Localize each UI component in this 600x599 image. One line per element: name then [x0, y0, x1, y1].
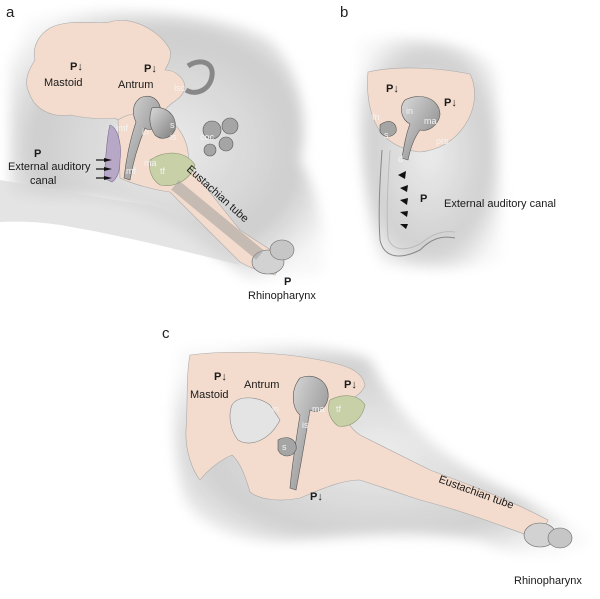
panel-c-is-label: is: [302, 420, 309, 430]
panel-c-antrum-label: Antrum: [244, 379, 279, 391]
panel-a: a: [0, 4, 324, 302]
panel-c-p-antrum: P↓: [344, 379, 357, 391]
panel-a-rhinopharynx-label: Rhinopharynx: [248, 290, 316, 302]
panel-c-letter: c: [162, 325, 170, 342]
panel-c-tf-label: tf: [336, 404, 342, 414]
panel-c-ma-label: ma: [312, 404, 325, 414]
panel-a-tube-cartilage: [171, 180, 295, 275]
panel-c-cavity: [185, 351, 549, 541]
panel-a-p-rhino: P: [284, 276, 291, 288]
panel-a-p-antrum: P↓: [144, 63, 157, 75]
panel-a-ma-label: ma: [144, 158, 157, 168]
panel-a-antrum-label: Antrum: [118, 79, 153, 91]
panel-b-p-left: P↓: [386, 83, 399, 95]
panel-a-membrane-green: [149, 152, 196, 186]
panel-b-in-label: in: [406, 106, 413, 116]
panel-c-tube-cartilage: [523, 522, 573, 549]
panel-a-canal-floor: [0, 180, 240, 265]
panel-a-p-mastoid: P↓: [70, 61, 83, 73]
panel-a-imf-label: imf: [116, 123, 128, 133]
panel-b-ossicle-chain: [401, 96, 441, 161]
panel-b-stapes: [379, 121, 397, 137]
panel-a-s-label: s: [170, 120, 175, 130]
panel-b-s-label: s: [384, 130, 389, 140]
panel-a-membrane-purple: [103, 124, 121, 183]
panel-a-tf-label: tf: [160, 166, 166, 176]
panel-c-stapes: [277, 437, 297, 457]
panel-a-cochlea: [202, 117, 239, 157]
panel-a-lsc-label: lsc: [174, 83, 185, 93]
panel-a-in-label: in: [142, 127, 149, 137]
panel-a-p-canal: P: [34, 148, 41, 160]
panel-c: c P↓ Mastoid Antrum P↓ in ma tf is s P↓ …: [162, 325, 590, 587]
panel-a-coc-label: coc: [200, 132, 215, 142]
panel-c-p-middle: P↓: [310, 491, 323, 503]
panel-b-letter: b: [340, 4, 348, 21]
panel-b-p-right: P↓: [444, 97, 457, 109]
panel-b-canal-label: External auditory canal: [444, 198, 556, 210]
panel-b-canal-wall: [378, 149, 456, 257]
panel-b-canal-wall-outer: [386, 149, 456, 250]
panel-c-mastoid-label: Mastoid: [190, 389, 229, 401]
panel-b: b P↓ P↓ fn s in ma prs d P External audi…: [340, 4, 556, 268]
panel-a-is-label: is: [170, 132, 177, 142]
panel-b-p-canal: P: [420, 193, 427, 205]
panel-a-arrows: [96, 158, 112, 180]
panel-a-canal-label-2: canal: [30, 175, 56, 187]
panel-c-ossicle-chain: [289, 376, 329, 491]
panel-b-ma-label: ma: [424, 116, 437, 126]
panel-c-s-label: s: [282, 442, 287, 452]
panel-c-in-label: in: [272, 404, 279, 414]
panel-a-letter: a: [6, 4, 15, 21]
panel-a-ossicle-incus: [149, 107, 176, 139]
panel-c-membrane-green: [328, 395, 366, 427]
panel-c-membrane-fan: [229, 397, 281, 444]
panel-a-mastoid-label: Mastoid: [44, 77, 83, 89]
panel-c-rhinopharynx-label: Rhinopharynx: [514, 575, 582, 587]
panel-b-arrows: [398, 171, 408, 229]
panel-b-d-label: d: [398, 154, 403, 164]
panel-b-prs-label: prs: [436, 136, 449, 146]
panel-a-canal-label-1: External auditory: [8, 161, 91, 173]
panel-b-fn-label: fn: [372, 112, 380, 122]
panel-a-semicircular-canal: [184, 59, 215, 95]
panel-c-p-mastoid: P↓: [214, 371, 227, 383]
panel-a-mf-label: mf: [126, 166, 136, 176]
